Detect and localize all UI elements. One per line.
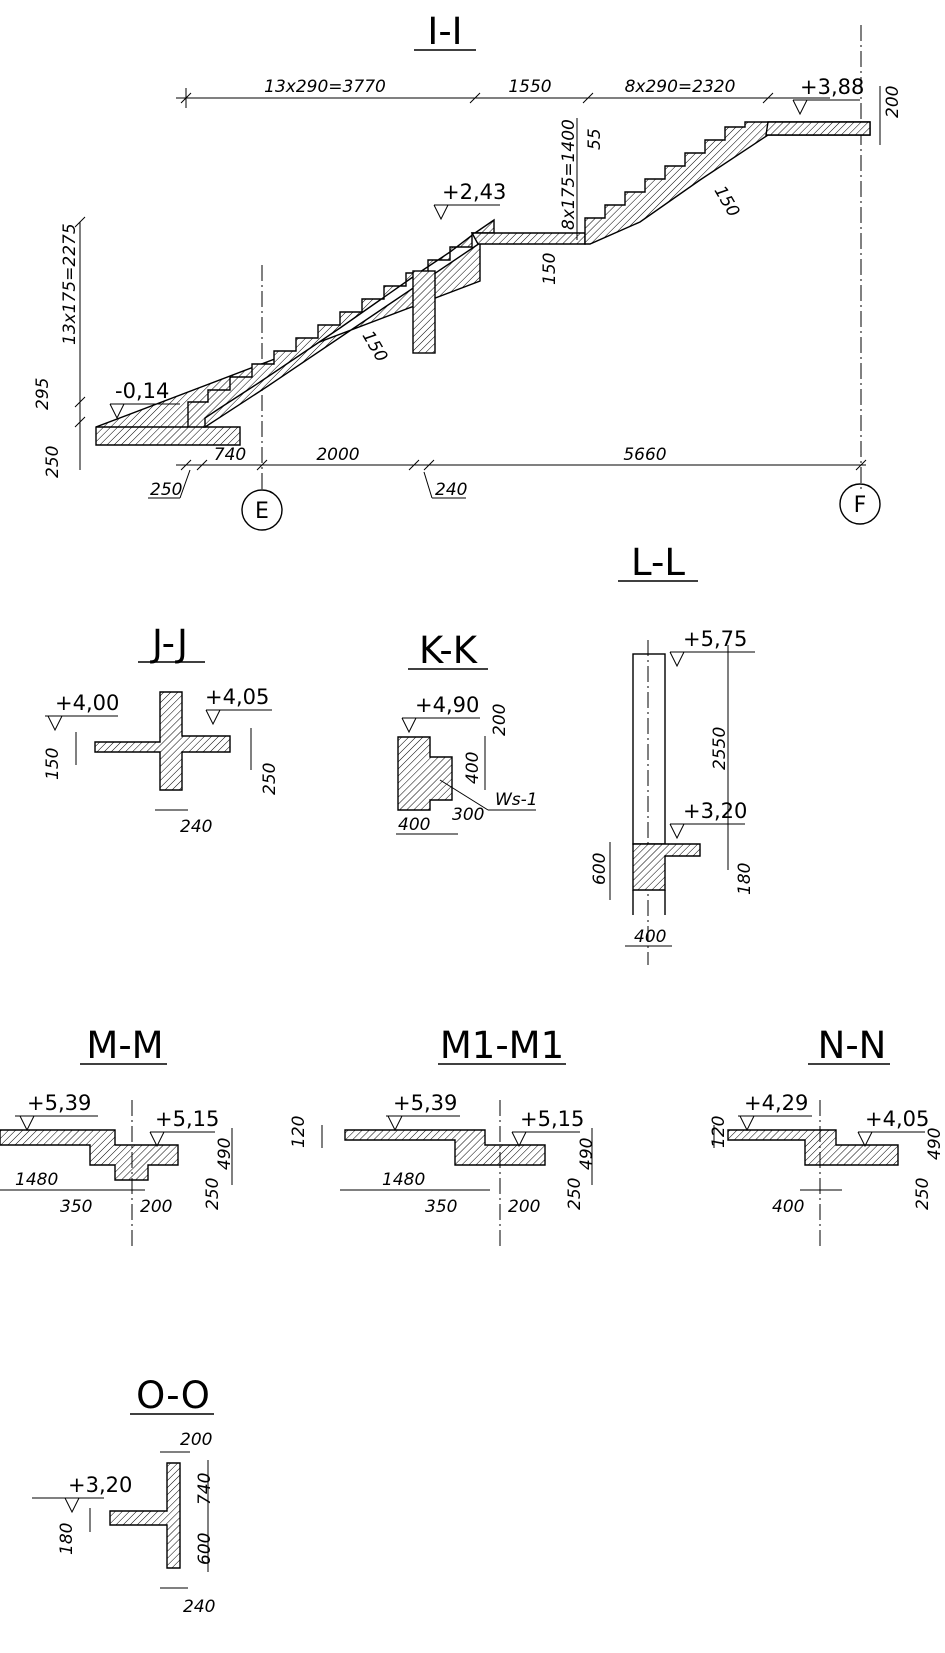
level-i-bottom: -0,14	[115, 379, 169, 403]
section-m1-m1: M1-M1 +5,39 +5,15 120 1480 350 200 490 2…	[289, 1024, 597, 1250]
dim-i-slab2: 150	[540, 253, 560, 285]
level-k-top: +4,90	[415, 693, 479, 717]
dim-m-1480: 1480	[15, 1170, 58, 1190]
section-o-title: O-O	[136, 1374, 210, 1417]
dim-landing: 1550	[508, 77, 551, 97]
dim-m1-250: 250	[565, 1178, 585, 1210]
level-n-left: +4,29	[744, 1091, 808, 1115]
level-j-left: +4,00	[55, 691, 119, 715]
dim-i-55: 55	[585, 128, 605, 150]
dim-j-250: 250	[260, 763, 280, 795]
dim-i-295: 295	[33, 378, 53, 410]
dim-i-240: 240	[435, 480, 467, 500]
dim-l-600: 600	[590, 853, 610, 885]
dim-n-250: 250	[913, 1178, 933, 1210]
dim-i-5660: 5660	[623, 445, 666, 465]
level-i-top: +3,88	[800, 75, 864, 99]
dim-flight2: 8x290=2320	[625, 77, 736, 97]
dim-m-250: 250	[203, 1178, 223, 1210]
section-i-title: I-I	[427, 10, 462, 53]
axis-f-label: F	[854, 493, 867, 518]
level-n-right: +4,05	[865, 1107, 929, 1131]
dim-n-490: 490	[925, 1128, 945, 1160]
dim-n-400: 400	[772, 1197, 804, 1217]
section-m1-title: M1-M1	[440, 1024, 564, 1067]
dim-i-250h: 250	[150, 480, 182, 500]
dim-m1-350: 350	[425, 1197, 457, 1217]
label-k-ws1: Ws-1	[495, 790, 538, 810]
axis-e-label: E	[255, 499, 269, 524]
dim-i-2000: 2000	[316, 445, 359, 465]
section-m-title: M-M	[86, 1024, 163, 1067]
dim-m1-490: 490	[577, 1138, 597, 1170]
section-j-j: J-J +4,00 +4,05 150 250 240	[43, 622, 280, 837]
section-n-title: N-N	[818, 1024, 887, 1067]
dim-m-350: 350	[60, 1197, 92, 1217]
section-l-title: L-L	[631, 541, 685, 584]
level-m-right: +5,15	[155, 1107, 219, 1131]
section-l-l: L-L +5,75 +3,20 2550 180 600 400	[590, 541, 755, 965]
section-n-n: N-N +4,29 +4,05 120 400 490 250	[709, 1024, 945, 1250]
dim-o-600: 600	[195, 1533, 215, 1565]
dim-m-490: 490	[215, 1138, 235, 1170]
level-o-left: +3,20	[68, 1473, 132, 1497]
section-j-title: J-J	[150, 622, 188, 665]
dim-k-400v: 400	[463, 752, 483, 784]
level-m1-right: +5,15	[520, 1107, 584, 1131]
dim-i-250v: 250	[43, 446, 63, 478]
level-j-right: +4,05	[205, 685, 269, 709]
dim-i-150-lower: 150	[358, 328, 392, 366]
dim-l-2550: 2550	[710, 727, 730, 770]
section-i-i: I-I 13x290=3770 1550 8x290=2320 -0,14 +2…	[33, 10, 903, 531]
dim-j-240: 240	[180, 817, 212, 837]
dim-k-300: 300	[452, 805, 484, 825]
dim-m1-200: 200	[508, 1197, 540, 1217]
dim-l-180: 180	[735, 863, 755, 895]
level-l-mid: +3,20	[683, 799, 747, 823]
dim-k-200: 200	[490, 704, 510, 736]
dim-flight1: 13x290=3770	[264, 77, 386, 97]
dim-j-150: 150	[43, 748, 63, 780]
section-k-k: K-K +4,90 200 400 Ws-1 400 300	[396, 629, 538, 835]
dim-i-rise2: 8x175=1400	[559, 119, 579, 230]
dim-i-150-upper: 150	[710, 183, 744, 221]
level-m1-left: +5,39	[393, 1091, 457, 1115]
dim-n-120: 120	[709, 1116, 729, 1148]
dim-o-200: 200	[180, 1430, 212, 1450]
level-l-top: +5,75	[683, 627, 747, 651]
dim-o-740: 740	[195, 1473, 215, 1505]
dim-m-200: 200	[140, 1197, 172, 1217]
dim-i-rise1: 13x175=2275	[60, 223, 80, 345]
dim-i-200: 200	[883, 86, 903, 118]
dim-o-180: 180	[57, 1523, 77, 1555]
section-k-title: K-K	[419, 629, 479, 672]
dim-k-400h: 400	[398, 815, 430, 835]
dim-i-740: 740	[214, 445, 246, 465]
dim-m1-120: 120	[289, 1116, 309, 1148]
level-m-left: +5,39	[27, 1091, 91, 1115]
dim-o-240: 240	[183, 1597, 215, 1617]
dim-m1-1480: 1480	[382, 1170, 425, 1190]
dim-l-400: 400	[634, 927, 666, 947]
section-o-o: O-O +3,20 200 740 600 180 240	[32, 1374, 215, 1617]
level-i-mid: +2,43	[442, 180, 506, 204]
section-m-m: M-M +5,39 +5,15 1480 350 200 490 250	[0, 1024, 235, 1250]
